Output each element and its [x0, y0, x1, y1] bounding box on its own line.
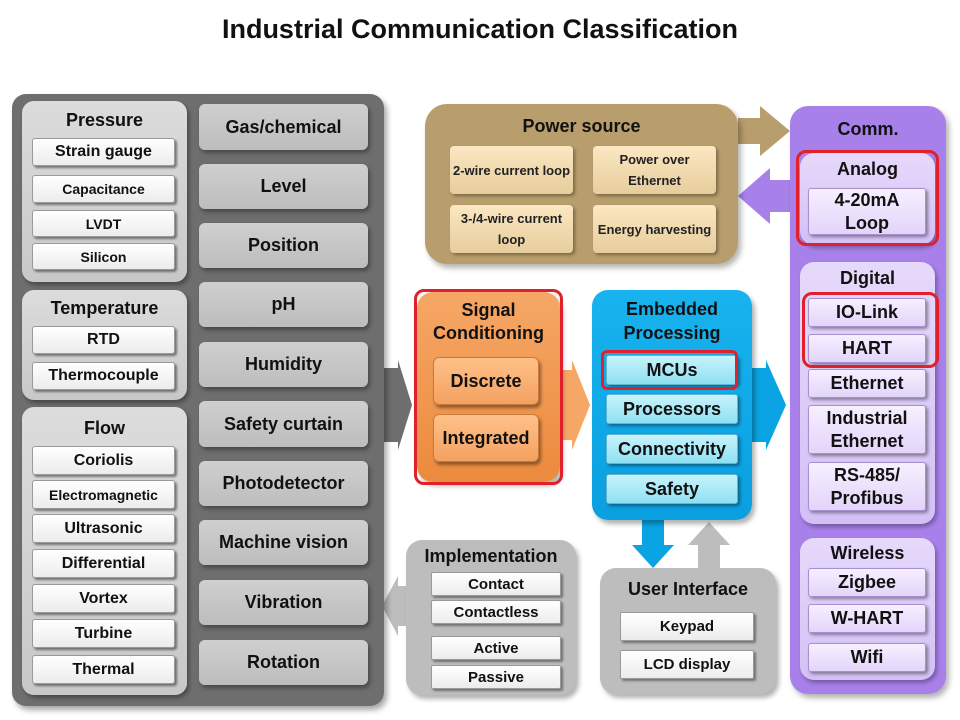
- wireless-item: W-HART: [808, 604, 926, 633]
- signal-conditioning-title: Signal Conditioning: [433, 300, 544, 343]
- arrow-power-to-comm: [738, 106, 790, 156]
- arrow-embedded-to-ui: [632, 516, 674, 568]
- wireless-group: Wireless Zigbee W-HART Wifi: [800, 538, 935, 680]
- analog-group: Analog 4-20mA Loop: [800, 153, 935, 245]
- digital-title: Digital: [839, 268, 895, 288]
- arrow-implementation-to-sensors: [382, 576, 412, 636]
- io-link-hart-highlight: [802, 292, 939, 368]
- temperature-title: Temperature: [50, 298, 159, 318]
- signal-item: Integrated: [433, 414, 539, 462]
- embedded-item: Connectivity: [606, 434, 738, 464]
- digital-item: Ethernet: [808, 369, 926, 398]
- sensor-tile: Level: [199, 164, 368, 209]
- embedded-processing-panel: Embedded Processing MCUs Processors Conn…: [592, 290, 752, 520]
- power-item: Power over Ethernet: [593, 146, 716, 194]
- arrow-comm-to-power: [738, 168, 790, 224]
- implementation-panel: Implementation Contact Contactless Activ…: [406, 540, 576, 695]
- pressure-item: Silicon: [32, 243, 175, 270]
- power-item: 2-wire current loop: [450, 146, 573, 194]
- digital-item: HART: [808, 334, 926, 363]
- sensor-tile: Gas/chemical: [199, 104, 368, 150]
- page-title: Industrial Communication Classification: [221, 14, 739, 44]
- temperature-item: Thermocouple: [32, 362, 175, 390]
- flow-item: Turbine: [32, 619, 175, 648]
- digital-item: RS-485/ Profibus: [808, 462, 926, 511]
- flow-item: Electromagnetic: [32, 480, 175, 509]
- flow-item: Differential: [32, 549, 175, 578]
- sensor-tile: Photodetector: [199, 461, 368, 506]
- pressure-item: LVDT: [32, 210, 175, 237]
- wireless-item: Wifi: [808, 643, 926, 672]
- sensor-tile: Safety curtain: [199, 401, 368, 447]
- mcus-highlight: [601, 350, 738, 390]
- implementation-item: Contactless: [431, 600, 561, 624]
- pressure-item: Capacitance: [32, 175, 175, 203]
- digital-item: Industrial Ethernet: [808, 405, 926, 454]
- pressure-group: Pressure Strain gauge Capacitance LVDT S…: [22, 101, 187, 282]
- arrow-embedded-to-comm: [752, 360, 786, 450]
- embedded-item: Processors: [606, 394, 738, 424]
- wireless-item: Zigbee: [808, 568, 926, 597]
- wireless-title: Wireless: [830, 543, 905, 563]
- sensor-tile: pH: [199, 282, 368, 327]
- pressure-item: Strain gauge: [32, 138, 175, 166]
- user-interface-item: LCD display: [620, 650, 754, 679]
- power-item: Energy harvesting: [593, 205, 716, 253]
- sensor-tile: Machine vision: [199, 520, 368, 565]
- implementation-item: Active: [431, 636, 561, 660]
- flow-group: Flow Coriolis Electromagnetic Ultrasonic…: [22, 407, 187, 695]
- digital-group: Digital IO-Link HART Ethernet Industrial…: [800, 262, 935, 524]
- arrow-sensors-to-signal: [382, 360, 412, 450]
- temperature-group: Temperature RTD Thermocouple: [22, 290, 187, 400]
- implementation-item: Passive: [431, 665, 561, 689]
- power-source-panel: Power source 2-wire current loop Power o…: [425, 104, 738, 264]
- user-interface-panel: User Interface Keypad LCD display: [600, 568, 776, 694]
- flow-item: Thermal: [32, 655, 175, 684]
- implementation-item: Contact: [431, 572, 561, 596]
- power-source-title: Power source: [522, 116, 641, 136]
- signal-conditioning-panel: Signal Conditioning Discrete Integrated: [417, 292, 560, 482]
- sensor-tile: Humidity: [199, 342, 368, 387]
- arrow-signal-to-embedded: [558, 360, 590, 450]
- analog-highlight: [796, 150, 939, 246]
- user-interface-item: Keypad: [620, 612, 754, 641]
- sensor-tile: Vibration: [199, 580, 368, 625]
- embedded-item: MCUs: [606, 355, 738, 385]
- sensor-tile: Position: [199, 223, 368, 268]
- power-item: 3-/4-wire current loop: [450, 205, 573, 253]
- comm-title: Comm.: [837, 119, 899, 139]
- temperature-item: RTD: [32, 326, 175, 354]
- signal-conditioning-highlight: [414, 289, 563, 485]
- embedded-item: Safety: [606, 474, 738, 504]
- flow-item: Ultrasonic: [32, 514, 175, 543]
- user-interface-title: User Interface: [627, 579, 749, 599]
- flow-item: Coriolis: [32, 446, 175, 475]
- flow-item: Vortex: [32, 584, 175, 613]
- arrow-ui-to-embedded: [688, 522, 730, 568]
- embedded-processing-title: Embedded Processing: [623, 299, 721, 343]
- sensor-tile: Rotation: [199, 640, 368, 685]
- implementation-title: Implementation: [424, 546, 558, 566]
- signal-item: Discrete: [433, 357, 539, 405]
- analog-item: 4-20mA Loop: [808, 188, 926, 235]
- flow-title: Flow: [84, 418, 125, 438]
- digital-item: IO-Link: [808, 298, 926, 327]
- pressure-title: Pressure: [65, 110, 144, 130]
- analog-title: Analog: [837, 159, 898, 179]
